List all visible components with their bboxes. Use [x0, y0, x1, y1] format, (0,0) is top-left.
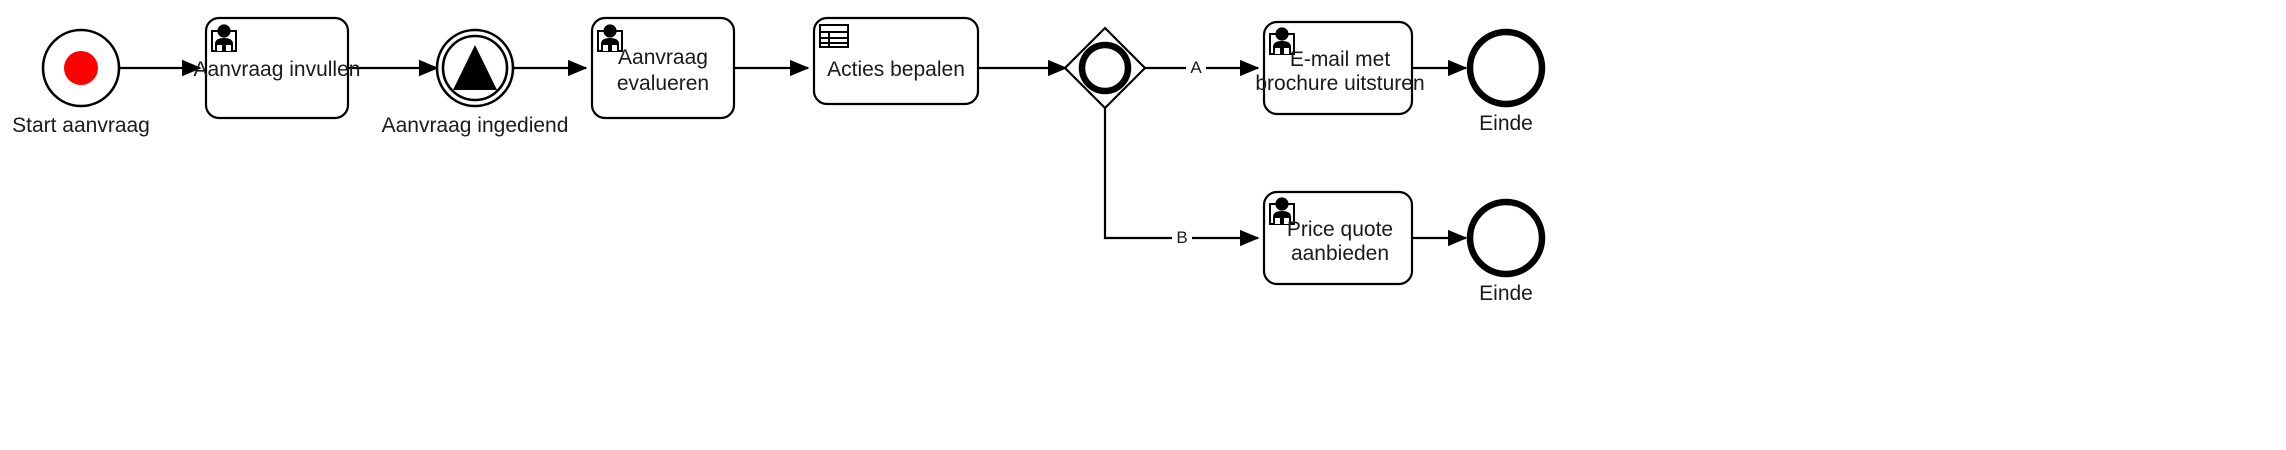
escalation-triangle-icon: [453, 45, 497, 90]
inclusive-gateway[interactable]: [1063, 26, 1147, 110]
end-event-bottom-circle[interactable]: [1466, 198, 1546, 278]
task-acties-bepalen-label: Acties bepalen: [827, 58, 965, 81]
intermediate-event-label: Aanvraag ingediend: [382, 114, 569, 137]
gateway-diamond[interactable]: [1063, 26, 1147, 110]
task-aanvraag-invullen-box[interactable]: [204, 16, 350, 120]
end-event-top-label: Einde: [1479, 112, 1533, 135]
start-event-marker-icon: [64, 51, 98, 85]
task-acties-bepalen-box[interactable]: [812, 16, 980, 106]
end-event-top-circle[interactable]: [1466, 28, 1546, 108]
start-event-label: Start aanvraag: [12, 114, 150, 137]
business-rule-task-icon: [819, 24, 849, 48]
task-aanvraag-invullen[interactable]: Aanvraag invullen: [194, 16, 361, 120]
user-task-icon: [1269, 197, 1295, 225]
task-price-quote-label-line2: aanbieden: [1291, 242, 1389, 265]
task-price-quote-aanbieden[interactable]: Price quote aanbieden: [1262, 190, 1414, 286]
task-aanvraag-evalueren-label-line2: evalueren: [617, 72, 709, 95]
task-email-brochure-label-line2: brochure uitsturen: [1255, 72, 1424, 95]
task-acties-bepalen[interactable]: Acties bepalen: [812, 16, 980, 106]
inclusive-gateway-icon: [1078, 41, 1132, 95]
task-email-brochure-uitsturen[interactable]: E-mail met brochure uitsturen: [1255, 20, 1425, 116]
intermediate-event-aanvraag-ingediend[interactable]: Aanvraag ingediend: [382, 28, 569, 137]
end-event-bottom[interactable]: Einde: [1466, 198, 1546, 305]
branch-b-label: B: [1176, 228, 1187, 247]
task-email-brochure-box[interactable]: [1262, 20, 1414, 116]
task-aanvraag-evalueren-box[interactable]: [590, 16, 736, 120]
flow-labels: A B: [1172, 56, 1206, 248]
start-event[interactable]: Start aanvraag: [12, 28, 150, 137]
task-aanvraag-invullen-label: Aanvraag invullen: [194, 58, 361, 81]
branch-a-label: A: [1190, 58, 1202, 77]
task-price-quote-label-line1: Price quote: [1287, 218, 1393, 241]
user-task-icon: [211, 24, 237, 52]
branch-a-label-bg: [1186, 56, 1206, 78]
end-event-bottom-label: Einde: [1479, 282, 1533, 305]
end-event-top[interactable]: Einde: [1466, 28, 1546, 135]
task-aanvraag-evalueren[interactable]: Aanvraag evalueren: [590, 16, 736, 120]
user-task-icon: [1269, 27, 1295, 55]
user-task-icon: [597, 24, 623, 52]
task-price-quote-box[interactable]: [1262, 190, 1414, 286]
task-aanvraag-evalueren-label-line1: Aanvraag: [618, 46, 708, 69]
task-email-brochure-label-line1: E-mail met: [1290, 48, 1391, 71]
flow-gateway-branch-b: [1103, 108, 1260, 247]
branch-b-label-bg: [1172, 226, 1192, 248]
